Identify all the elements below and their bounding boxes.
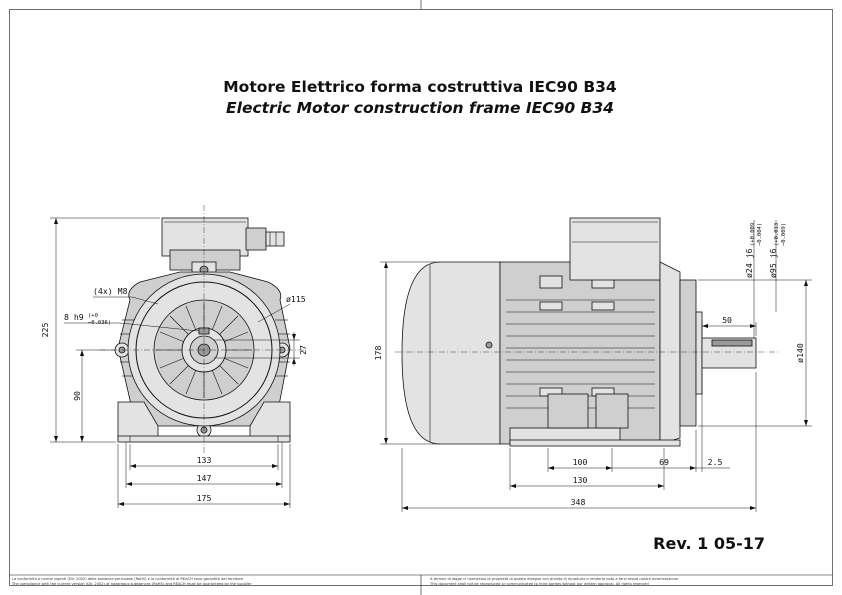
dim-foot-length: 130 <box>573 475 588 485</box>
dim-foot-width: 147 <box>197 473 212 483</box>
dim-flange-pcd: ø115 <box>286 294 306 304</box>
side-view-dimensions: 178 ø24 j6 (+0.009 −0.004) ø95 j6 (+0.01… <box>373 220 812 512</box>
front-view-dimensions: 225 90 (4x) M8 8 h9 (+0 −0.036) ø115 27 … <box>40 217 308 508</box>
front-view <box>100 205 305 455</box>
footer-right-line2: This document shall not be reproduced or… <box>429 582 649 586</box>
dim-spigot-tol-lower: −0.009) <box>781 223 787 246</box>
dim-flange-thickness: 2.5 <box>708 457 723 467</box>
dim-foot-hole-spacing-side: 100 <box>573 457 588 467</box>
dim-shaft-key-height: 27 <box>298 345 308 355</box>
title-english: Electric Motor construction frame IEC90 … <box>226 99 614 117</box>
revision-label: Rev. 1 05-17 <box>653 534 765 553</box>
dim-spigot-diameter: ø95 j6 <box>768 248 778 278</box>
dim-foot-hole-spacing: 133 <box>197 455 212 465</box>
footer-right-line1: A termini di legge ci riserviamo la prop… <box>430 577 679 581</box>
footer-left-line2: The compliance with the current version … <box>11 582 252 586</box>
side-view <box>395 217 780 447</box>
footer-left-line1: La conformità a norme vigenti (Dir. 2002… <box>12 577 244 581</box>
dim-shaft-tol-upper: (+0.009 <box>750 223 756 246</box>
title-italian: Motore Elettrico forma costruttiva IEC90… <box>223 78 617 96</box>
dim-spigot-tol-upper: (+0.013 <box>774 223 780 246</box>
sheet-frame <box>9 0 833 595</box>
dim-flange-diameter: ø140 <box>795 343 805 363</box>
dim-keyway: 8 h9 <box>64 312 84 322</box>
dim-overall-height: 225 <box>40 323 50 338</box>
dim-shaft-diameter: ø24 j6 <box>744 248 754 278</box>
dim-mounting-holes: (4x) M8 <box>93 286 128 296</box>
dim-shaft-height: 90 <box>72 391 82 401</box>
dim-overall-length: 348 <box>571 497 586 507</box>
dim-keyway-tol-upper: (+0 <box>88 313 98 319</box>
dim-overall-width: 175 <box>197 493 212 503</box>
dim-body-height: 178 <box>373 346 383 361</box>
dim-shaft-length: 50 <box>722 315 732 325</box>
dim-shaft-tol-lower: −0.004) <box>757 223 763 246</box>
